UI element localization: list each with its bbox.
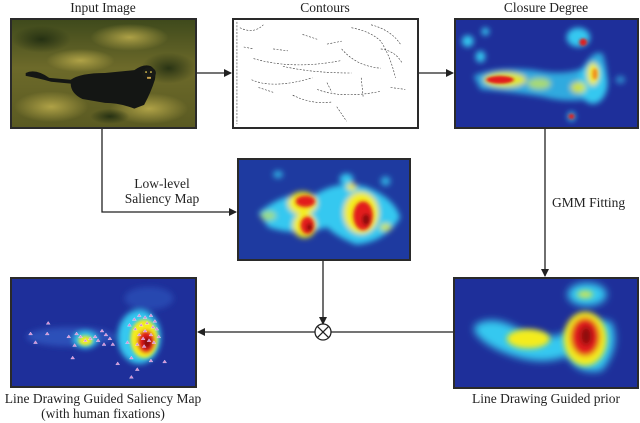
input-image-panel xyxy=(10,18,197,129)
panther-photo xyxy=(12,20,195,127)
contour-drawing xyxy=(236,21,406,125)
final-saliency-caption-line2: (with human fixations) xyxy=(41,406,165,421)
prior-caption: Line Drawing Guided prior xyxy=(471,391,621,406)
prior-heatmap xyxy=(455,279,637,387)
low-level-saliency-panel xyxy=(237,158,411,261)
final-saliency-caption-line1: Line Drawing Guided Saliency Map xyxy=(4,391,202,406)
multiply-operator-icon xyxy=(314,323,332,341)
human-fixation-markers xyxy=(28,313,167,379)
closure-degree-panel xyxy=(454,18,639,129)
gmm-fitting-label: GMM Fitting xyxy=(552,195,626,210)
contours-panel xyxy=(232,18,419,129)
contours-title: Contours xyxy=(300,0,350,15)
closure-degree-title: Closure Degree xyxy=(503,0,589,15)
low-level-saliency-heatmap xyxy=(239,160,409,259)
low-level-label-line1: Low-level xyxy=(134,176,190,191)
final-saliency-panel xyxy=(10,277,197,388)
prior-panel xyxy=(453,277,639,389)
final-saliency-heatmap xyxy=(12,279,195,386)
closure-degree-heatmap xyxy=(456,20,637,127)
input-image-title: Input Image xyxy=(70,0,136,15)
low-level-label-line2: Saliency Map xyxy=(124,191,200,206)
